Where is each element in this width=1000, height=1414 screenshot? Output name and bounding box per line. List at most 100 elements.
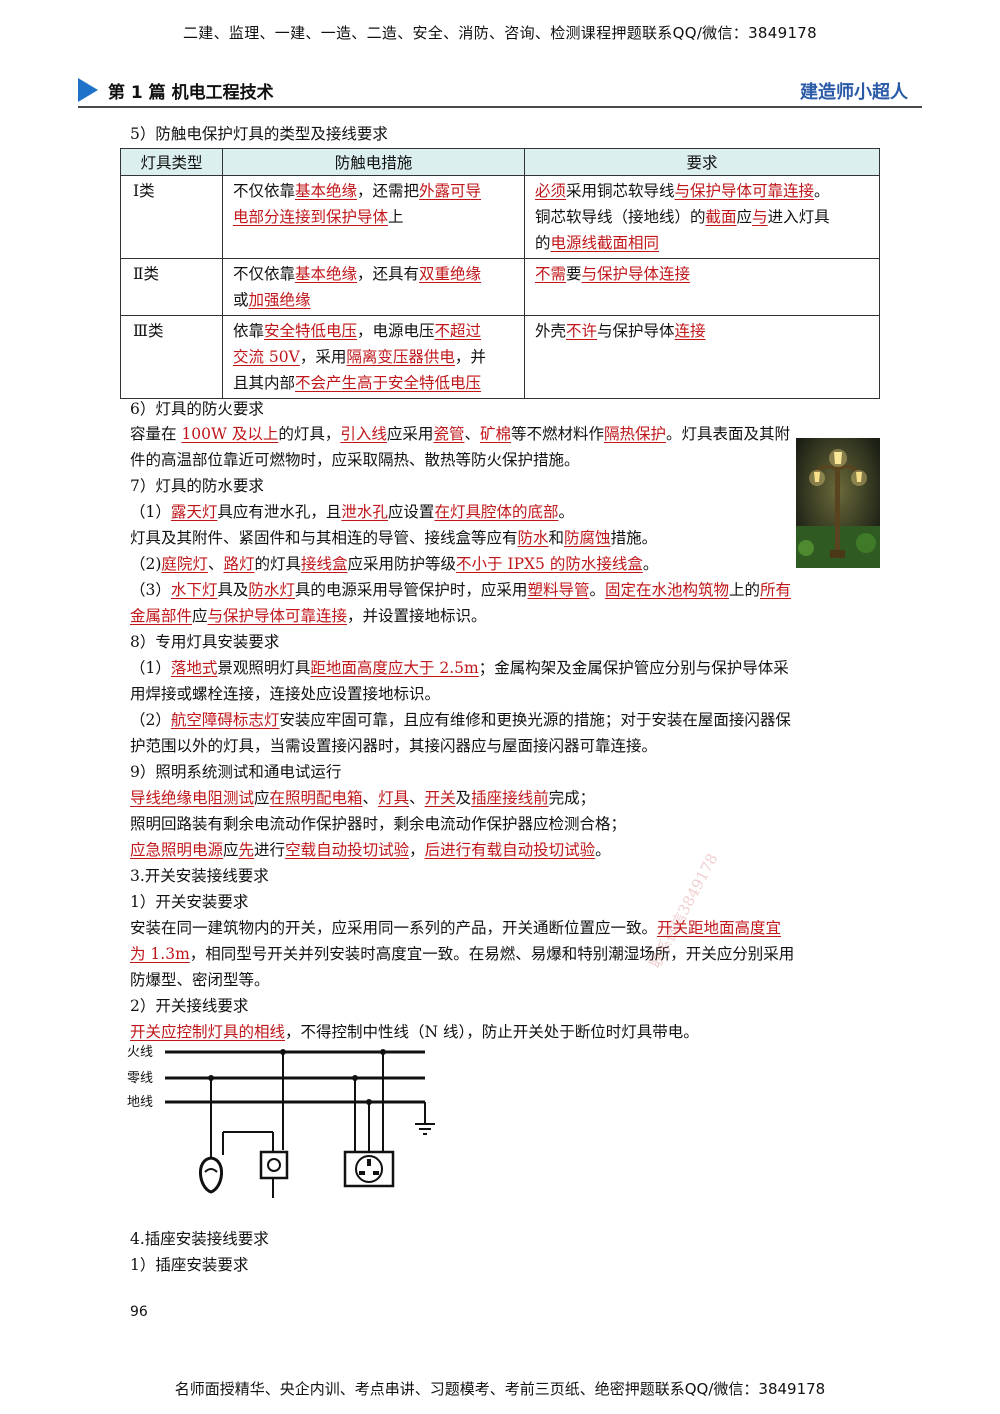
highlighted-term: 灯具: [378, 789, 410, 807]
text-run: ，: [409, 841, 425, 859]
text-run: 安装在同一建筑物内的开关，应采用同一系列的产品，开关通断位置应一致。: [130, 919, 658, 937]
chapter-title: 第 1 篇 机电工程技术: [108, 83, 274, 103]
text-run: 、: [409, 789, 425, 807]
highlighted-term: 加强绝缘: [248, 291, 311, 309]
highlighted-term: 隔热保护: [604, 425, 667, 443]
highlighted-term: 空载自动投切试验: [285, 841, 410, 859]
text-run: 具应有泄水孔，且: [217, 503, 342, 521]
text-run: 。: [814, 182, 830, 200]
table-row: Ⅲ类依靠安全特低电压，电源电压不超过交流 50V，采用隔离变压器供电，并且其内部…: [120, 315, 880, 399]
highlighted-term: 塑料导管: [527, 581, 590, 599]
text-run: 9）照明系统测试和通电试运行: [130, 763, 342, 781]
highlighted-term: 安全特低电压: [264, 322, 358, 340]
lamp-class-cell: Ⅰ类: [120, 175, 223, 259]
body-line: 护范围以外的灯具，当需设置接闪器时，其接闪器应与屋面接闪器可靠连接。: [130, 733, 875, 759]
text-run: 6）灯具的防火要求: [130, 400, 264, 418]
text-run: ，还需把: [357, 182, 420, 200]
highlighted-term: 必须: [535, 182, 567, 200]
text-run: 依靠: [233, 322, 265, 340]
body-line: （1）落地式景观照明灯具距地面高度应大于 2.5m；金属构架及金属保护管应分别与…: [130, 655, 875, 681]
neutral-wire-label: 零线: [127, 1071, 153, 1086]
highlighted-term: 水下灯: [170, 581, 218, 599]
column-header: 要求: [524, 148, 880, 176]
body-line: 3.开关安装接线要求: [130, 863, 875, 889]
highlighted-term: 应急照明电源: [130, 841, 224, 859]
text-run: ；金属构架及金属保护管应分别与保护导体采: [478, 659, 789, 677]
highlighted-term: 不会产生高于安全特低电压: [295, 374, 482, 392]
body-line: 1）插座安装要求: [130, 1252, 875, 1278]
text-run: 2）开关接线要求: [130, 997, 249, 1015]
text-run: 应采用: [386, 425, 434, 443]
highlighted-term: 在灯具腔体的底部: [434, 503, 559, 521]
text-run: 。: [558, 503, 574, 521]
text-run: （2): [130, 555, 162, 573]
highlighted-term: 插座接线前: [471, 789, 549, 807]
text-run: 应: [223, 841, 239, 859]
highlighted-term: 不许: [566, 322, 598, 340]
highlighted-term: 交流 50V: [233, 348, 300, 366]
highlighted-term: 导线绝缘电阻测试: [130, 789, 255, 807]
text-run: 安装应牢固可靠，且应有维修和更换光源的措施；对于安装在屋面接闪器保: [279, 711, 791, 729]
table-header-row: 灯具类型 防触电措施 要求: [120, 148, 880, 176]
text-run: 8）专用灯具安装要求: [130, 633, 280, 651]
body-line: 8）专用灯具安装要求: [130, 629, 875, 655]
body-line: 件的高温部位靠近可燃物时，应采取隔热、散热等防火保护措施。: [130, 447, 875, 473]
text-run: 不仅依靠: [233, 182, 296, 200]
text-run: 且其内部: [233, 374, 296, 392]
highlighted-term: 引入线: [340, 425, 387, 443]
highlighted-term: 开关应控制灯具的相线: [130, 1023, 286, 1041]
text-run: 采用铜芯软导线: [566, 182, 675, 200]
text-run: ，还具有: [357, 265, 420, 283]
lamp-post-photo: [796, 438, 880, 568]
body-line: （1）露天灯具应有泄水孔，且泄水孔应设置在灯具腔体的底部。: [130, 499, 875, 525]
text-run: （1）: [130, 659, 171, 677]
highlighted-term: 与保护导体连接: [581, 265, 691, 283]
highlighted-term: 与保护导体可靠连接: [207, 607, 348, 625]
text-run: 。: [589, 581, 605, 599]
text-run: 件的高温部位靠近可燃物时，应采取隔热、散热等防火保护措施。: [130, 451, 580, 469]
protection-measure-cell: 不仅依靠基本绝缘，还需把外露可导电部分连接到保护导体上: [222, 175, 525, 259]
text-run: 的: [535, 234, 551, 252]
body-line: 2）开关接线要求: [130, 993, 875, 1019]
text-run: 、: [464, 425, 480, 443]
text-run: 等不燃材料作: [510, 425, 604, 443]
requirement-cell: 外壳不许与保护导体连接: [524, 315, 880, 399]
text-run: 、: [362, 789, 379, 807]
lamp-class-cell: Ⅱ类: [120, 258, 223, 316]
highlighted-term: 100W 及以上: [181, 425, 279, 443]
highlighted-term: 固定在水池构筑物: [604, 581, 729, 599]
highlighted-term: 金属部件: [130, 607, 193, 625]
highlighted-term: 电源线截面相同: [550, 234, 660, 252]
text-run: ，并设置接地标识。: [347, 607, 487, 625]
text-run: ，并: [454, 348, 486, 366]
highlighted-term: 与保护导体可靠连接: [674, 182, 815, 200]
protection-measure-cell: 不仅依靠基本绝缘，还具有双重绝缘或加强绝缘: [222, 258, 525, 316]
highlighted-term: 航空障碍标志灯: [170, 711, 280, 729]
text-run: 应: [192, 607, 208, 625]
page-number: 96: [130, 1304, 148, 1320]
text-run: 与保护导体: [597, 322, 675, 340]
text-run: 3.开关安装接线要求: [130, 867, 269, 885]
text-run: 护范围以外的灯具，当需设置接闪器时，其接闪器应与屋面接闪器可靠连接。: [130, 737, 658, 755]
table-row: Ⅰ类不仅依靠基本绝缘，还需把外露可导电部分连接到保护导体上必须采用铜芯软导线与保…: [120, 175, 880, 259]
text-run: 用焊接或螺栓连接，连接处应设置接地标识。: [130, 685, 441, 703]
text-run: 或: [233, 291, 249, 309]
highlighted-term: 双重绝缘: [419, 265, 482, 283]
text-run: （2）: [130, 711, 171, 729]
highlighted-term: 庭院灯: [161, 555, 208, 573]
text-run: ，采用: [299, 348, 347, 366]
body-line: 照明回路装有剩余电流动作保护器时，剩余电流动作保护器应检测合格；: [130, 811, 875, 837]
text-run: ，相同型号开关并列安装时高度宜一致。在易燃、易爆和特别潮湿场所，开关应分别采用: [189, 945, 795, 963]
text-run: 应采用防护等级: [347, 555, 457, 573]
text-run: 进入灯具: [767, 208, 830, 226]
highlighted-term: 距地面高度应大于 2.5m: [310, 659, 479, 677]
body-line: 9）照明系统测试和通电试运行: [130, 759, 875, 785]
highlighted-term: 先: [238, 841, 255, 859]
highlighted-term: 后进行有载自动投切试验: [424, 841, 596, 859]
text-run: 4.插座安装接线要求: [130, 1230, 269, 1248]
requirement-cell: 不需要与保护导体连接: [524, 258, 880, 316]
text-run: ，不得控制中性线（N 线），防止开关处于断位时灯具带电。: [285, 1023, 699, 1041]
protection-measure-cell: 依靠安全特低电压，电源电压不超过交流 50V，采用隔离变压器供电，并且其内部不会…: [222, 315, 525, 399]
text-run: 1）插座安装要求: [130, 1256, 249, 1274]
text-run: 7）灯具的防水要求: [130, 477, 264, 495]
